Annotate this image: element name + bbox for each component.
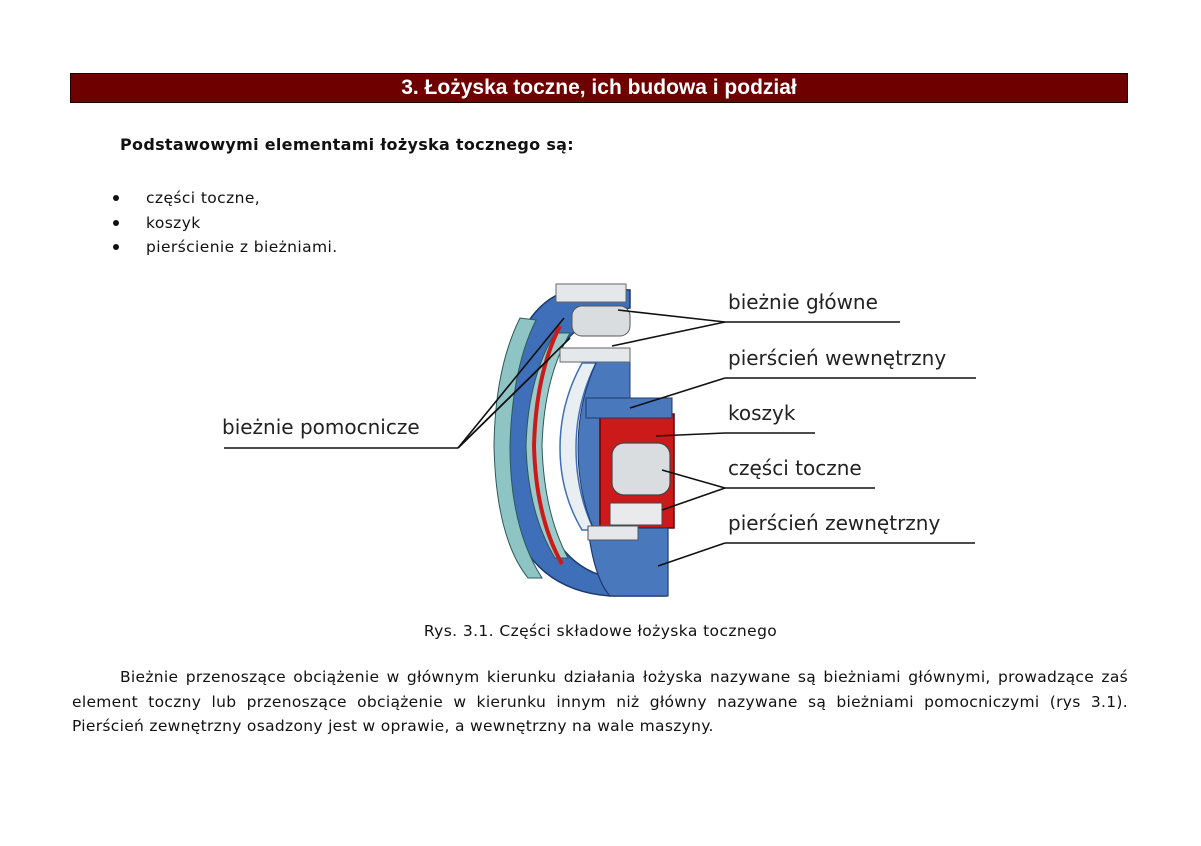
section-title: 3. Łożyska toczne, ich budowa i podział bbox=[401, 76, 797, 99]
list-item: części toczne, bbox=[110, 186, 338, 211]
label-rolling-elements: części toczne bbox=[728, 456, 862, 480]
list-item: koszyk bbox=[110, 211, 338, 236]
intro-text: Podstawowymi elementami łożyska tocznego… bbox=[120, 135, 574, 154]
roller-section bbox=[611, 442, 671, 496]
label-cage: koszyk bbox=[728, 401, 796, 425]
top-roller bbox=[571, 305, 631, 337]
bearing-figure: bieżnie główne pierścień wewnętrzny kosz… bbox=[210, 278, 1000, 608]
bullet-icon bbox=[113, 244, 119, 250]
bearing-illustration bbox=[224, 283, 976, 597]
label-main-raceways: bieżnie główne bbox=[728, 290, 878, 314]
figure-caption: Rys. 3.1. Części składowe łożyska toczne… bbox=[423, 622, 778, 640]
label-inner-ring: pierścień wewnętrzny bbox=[728, 346, 947, 370]
section-title-bar: 3. Łożyska toczne, ich budowa i podział bbox=[70, 73, 1128, 103]
bullet-icon bbox=[113, 219, 119, 226]
elements-list: części toczne, koszyk pierścienie z bież… bbox=[110, 186, 338, 260]
inner-ring-face bbox=[525, 332, 571, 559]
cage-arc bbox=[531, 325, 564, 565]
outer-ring-section bbox=[587, 527, 669, 597]
list-item: pierścienie z bieżniami. bbox=[110, 235, 338, 260]
body-paragraph: Bieżnie przenoszące obciążenie w głównym… bbox=[72, 668, 1128, 735]
label-auxiliary-raceways: bieżnie pomocnicze bbox=[222, 415, 420, 439]
leader-lines bbox=[224, 309, 976, 567]
label-outer-ring: pierścień zewnętrzny bbox=[728, 511, 941, 535]
bullet-icon bbox=[113, 195, 119, 201]
